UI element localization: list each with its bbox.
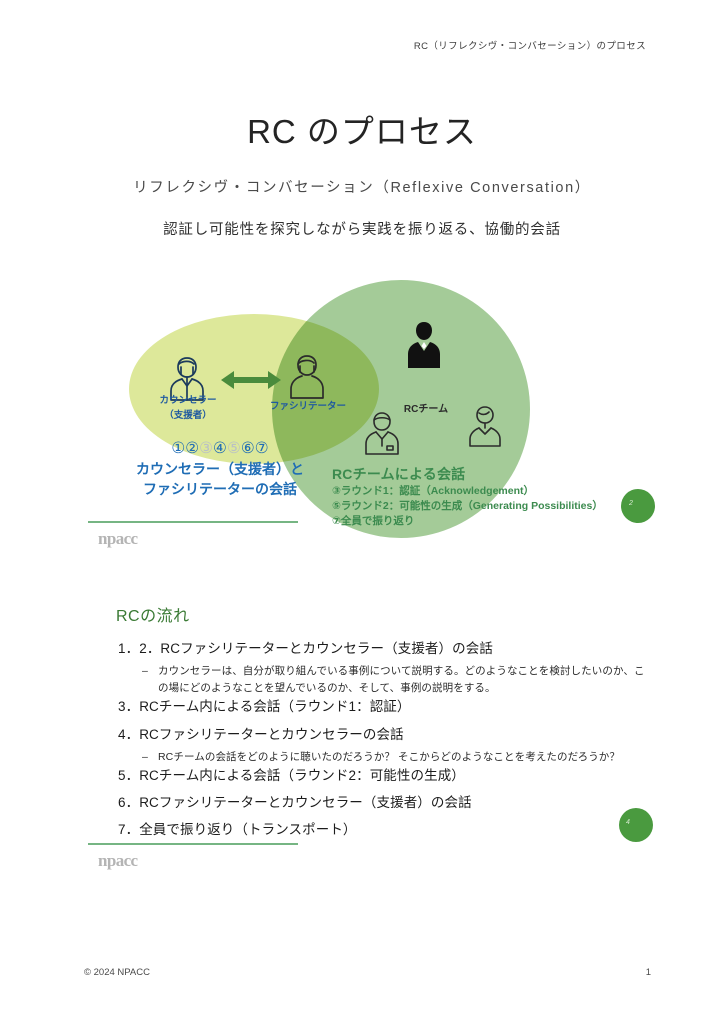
counselor-person-icon xyxy=(170,357,204,401)
counselor-label-line2: （支援者） xyxy=(164,409,212,421)
counselor-label-line1: カウンセラー xyxy=(159,395,217,406)
footer-page-number: 1 xyxy=(645,967,651,978)
flow-list-item: 1．2．RCファシリテーターとカウンセラー（支援者）の会話 xyxy=(118,641,493,656)
flow-list: 1．2．RCファシリテーターとカウンセラー（支援者）の会話 –カウンセラーは、自分… xyxy=(116,639,646,841)
logo-divider xyxy=(88,843,298,845)
step-number-glyph: ③ xyxy=(199,440,214,457)
flow-list-item: 6．RCファシリテーターとカウンセラー（支援者）の会話 xyxy=(118,795,472,810)
flow-sub-bullet: –RCチームの会話をどのように聴いたのだろうか？ そこからどのようなことを考えた… xyxy=(142,749,646,766)
flow-list-item: 5．RCチーム内による会話（ラウンド2：可能性の生成） xyxy=(118,767,465,783)
exchange-arrow-icon xyxy=(221,371,281,389)
bullet-dash-icon: – xyxy=(142,750,148,763)
step-number-glyph: ⑦ xyxy=(254,440,269,457)
caption-left-line2: ファシリテーターの会話 xyxy=(143,480,297,497)
flow-sub-bullet: –カウンセラーは、自分が取り組んでいる事例について説明する。どのようなことを検討… xyxy=(142,665,645,695)
rc-team-label: RCチーム xyxy=(403,404,449,415)
step-number-row: ①②③④⑤⑥⑦ xyxy=(92,440,348,458)
page-tagline: 認証し可能性を探究しながら実践を振り返る、協働的会話 xyxy=(163,221,561,238)
running-header: RC（リフレクシヴ・コンバセーション）のプロセス xyxy=(413,41,646,52)
title-block: RC のプロセス リフレクシヴ・コンバセーション（Reflexive Conve… xyxy=(0,112,724,239)
counselor-label: カウンセラー （支援者） xyxy=(128,394,248,423)
page-title: RC のプロセス xyxy=(247,113,477,150)
page-badge-top-number: 2 xyxy=(629,500,633,507)
caption-left-line1: カウンセラー（支援者）と xyxy=(136,460,304,477)
rc-team-member-icon-a xyxy=(365,412,399,455)
npacc-logo-bottom: npacc xyxy=(88,843,298,871)
caption-right-line: ⑤ラウンド2：可能性の生成（Generating Possibilities） xyxy=(332,500,603,513)
step-number-glyph: ⑥ xyxy=(240,440,255,457)
rc-team-member-icon-b xyxy=(469,406,501,447)
caption-left-text: カウンセラー（支援者）と ファシリテーターの会話 xyxy=(92,460,348,500)
flow-section: RCの流れ 1．2．RCファシリテーターとカウンセラー（支援者）の会話 –カウンセ… xyxy=(116,602,646,841)
rc-team-lead-icon xyxy=(408,322,440,368)
step-number-glyph: ① xyxy=(171,440,186,457)
page-badge-bottom-number: 4 xyxy=(626,819,630,826)
footer-copyright: © 2024 NPACC xyxy=(84,967,150,978)
step-number-glyph: ⑤ xyxy=(226,440,241,457)
facilitator-person-icon xyxy=(290,355,324,399)
flow-list-item: 7．全員で振り返り（トランスポート） xyxy=(118,822,357,838)
bullet-dash-icon: – xyxy=(142,665,148,678)
page-badge-bottom: 4 xyxy=(619,808,653,842)
flow-list-item: 4．RCファシリテーターとカウンセラーの会話 xyxy=(118,726,404,742)
venn-diagram: カウンセラー （支援者） ファシリテーター RCチーム xyxy=(0,272,724,542)
caption-right-lines: ③ラウンド1：認証（Acknowledgement） ⑤ラウンド2：可能性の生成（… xyxy=(332,484,652,530)
caption-right-line: ⑦全員で振り返り xyxy=(332,515,415,528)
step-number-glyph: ④ xyxy=(213,440,227,457)
page-badge-top: 2 xyxy=(621,489,655,523)
flow-list-item: 3．RCチーム内による会話（ラウンド1：認証） xyxy=(118,699,411,715)
facilitator-label: ファシリテーター xyxy=(269,401,346,412)
logo-divider xyxy=(88,521,298,523)
npacc-wordmark: npacc xyxy=(98,850,138,870)
caption-right-line: ③ラウンド1：認証（Acknowledgement） xyxy=(332,485,534,497)
step-number-glyph: ② xyxy=(185,440,200,457)
page-subtitle: リフレクシヴ・コンバセーション（Reflexive Conversation） xyxy=(133,179,591,196)
flow-heading: RCの流れ xyxy=(116,608,190,625)
caption-right-heading: RCチームによる会話 xyxy=(332,466,466,482)
npacc-wordmark: npacc xyxy=(98,528,138,548)
caption-counselor-conversation: ①②③④⑤⑥⑦ カウンセラー（支援者）と ファシリテーターの会話 xyxy=(92,440,348,500)
npacc-logo-top: npacc xyxy=(88,521,298,549)
caption-rc-team-conversation: RCチームによる会話 ③ラウンド1：認証（Acknowledgement） ⑤ラウ… xyxy=(332,464,652,530)
